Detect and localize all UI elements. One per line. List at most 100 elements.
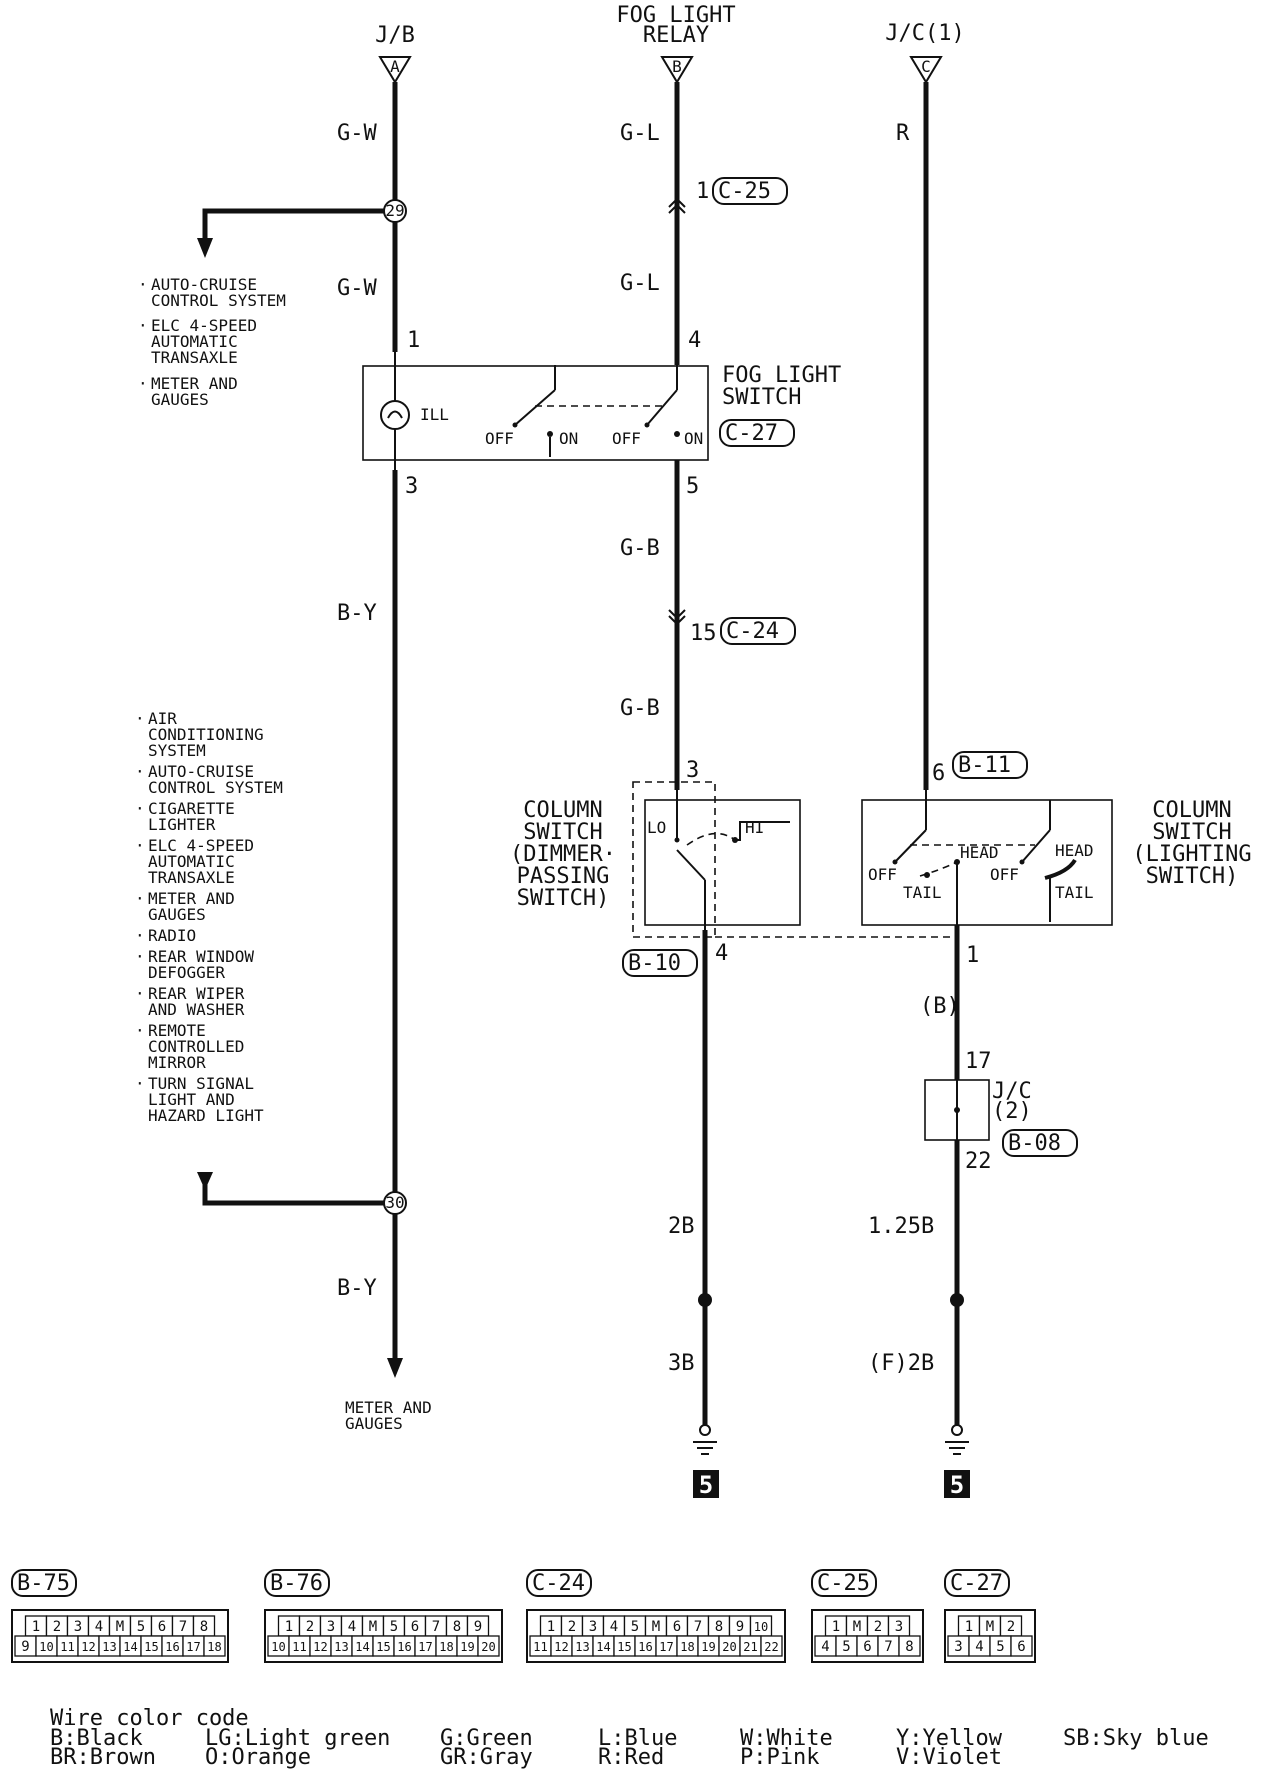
source-a-triangle-icon: A [378,56,412,84]
list-bullet: · [138,374,148,393]
connector-pin-number: 18 [439,1640,453,1654]
lighting-tail-arc [919,861,958,877]
dimmer-outer-dashed [632,781,716,938]
connector-pin-number: 15 [376,1640,390,1654]
connector-pin-number: 22 [764,1640,778,1654]
wire-color-gl1: G-L [620,121,660,146]
legend-item: G:Green [440,1726,533,1751]
legend-item: R:Red [598,1745,664,1770]
connector-pin-number: 4 [348,1619,356,1635]
lighting-tail-label-1: TAIL [903,883,942,902]
connector-pin-number: 12 [81,1640,95,1654]
connector-view-label: C-24 [532,1571,585,1596]
connector-pin-number: 2 [1007,1619,1015,1635]
lighting-head-label-1: HEAD [960,843,999,862]
splice-30 [383,1191,407,1215]
connector-pin-number: 5 [631,1619,639,1635]
legend-item: V:Violet [896,1745,1002,1770]
connector-pin-cell [1010,1635,1033,1657]
connector-pin-number: 13 [575,1640,589,1654]
connector-pin-number: 1 [285,1619,293,1635]
connector-pin-number: 10 [271,1640,285,1654]
wire-b-joint [698,1293,712,1307]
connector-pin-number: 19 [701,1640,715,1654]
legend-item: B:Black [50,1726,143,1751]
switch-1-off-label: OFF [485,429,514,448]
connector-view-body [11,1609,229,1663]
connector-pin-number: 11 [292,1640,306,1654]
pin-3-column: 3 [686,758,699,783]
connector-pin-number: 18 [680,1640,694,1654]
connector-view-label: B-76 [270,1571,323,1596]
connector-c25-frame [712,177,788,205]
source-a-title: J/B [375,23,415,48]
connector-view-label-frame [11,1569,77,1597]
lighting-switch-box [861,799,1113,926]
connector-c27-label: C-27 [725,421,778,446]
connector-pin-number: 11 [60,1640,74,1654]
connector-c24-mark [668,609,686,620]
lo-label: LO [647,818,666,837]
connector-view-label: C-27 [950,1571,1003,1596]
switch-1-off-contact [512,422,518,428]
connector-pin-number: 6 [158,1619,166,1635]
dimmer-arc [686,832,736,846]
connector-c24-label: C-24 [726,619,779,644]
switch-2-blade [646,389,678,426]
connector-pin-number: 4 [610,1619,618,1635]
connector-pin-number: 2 [874,1619,882,1635]
connector-c25-label: C-25 [718,179,771,204]
connector-pin-number: 3 [327,1619,335,1635]
pin-1: 1 [407,328,420,353]
connector-pin-number: 5 [390,1619,398,1635]
connector-view-body [526,1609,786,1663]
connector-pin-number: 2 [568,1619,576,1635]
list-bullet: · [135,836,145,855]
connector-pin-number: 3 [589,1619,597,1635]
source-c-title: J/C(1) [885,21,964,46]
connector-pin-number: 16 [638,1640,652,1654]
connector-b10-frame [622,949,698,977]
list-bullet: · [135,709,145,728]
connector-c24-mark [668,615,686,626]
pin-5: 5 [686,474,699,499]
wire-c-joint [950,1293,964,1307]
connector-pin-cell [203,1635,226,1657]
connector-pin-number: 6 [411,1619,419,1635]
ground-icon [945,1424,969,1455]
ill-label: ILL [420,405,449,424]
connector-view-label-frame [944,1569,1010,1597]
lighting-blade-1 [894,829,927,863]
lighting-off-contact-2 [1019,859,1025,865]
list-bullet: · [135,984,145,1003]
legend-title: Wire color code [50,1706,249,1731]
connector-pin-number: 7 [179,1619,187,1635]
connector-pin-number: 6 [863,1639,871,1655]
connector-pin-number: 12 [554,1640,568,1654]
connector-pin-number: 7 [694,1619,702,1635]
connector-pin-number: 9 [474,1619,482,1635]
legend-item: SB:Sky blue [1063,1726,1209,1751]
illumination-filament [387,410,403,419]
lighting-off-contact-1 [892,859,898,865]
connector-pin-number: 6 [1017,1639,1025,1655]
dimmer-switch-box [644,799,801,926]
connector-pin-number: 3 [895,1619,903,1635]
connector-pin-number: 14 [596,1640,610,1654]
list-bullet: · [135,926,145,945]
connector-pin-number: 10 [39,1640,53,1654]
list-item: RADIO [148,926,196,945]
illumination-lamp-icon [380,400,410,430]
pin-22: 22 [965,1149,992,1174]
hi-label: HI [745,818,764,837]
connector-pin-number: 1 [965,1619,973,1635]
connector-b11-frame [952,751,1028,779]
